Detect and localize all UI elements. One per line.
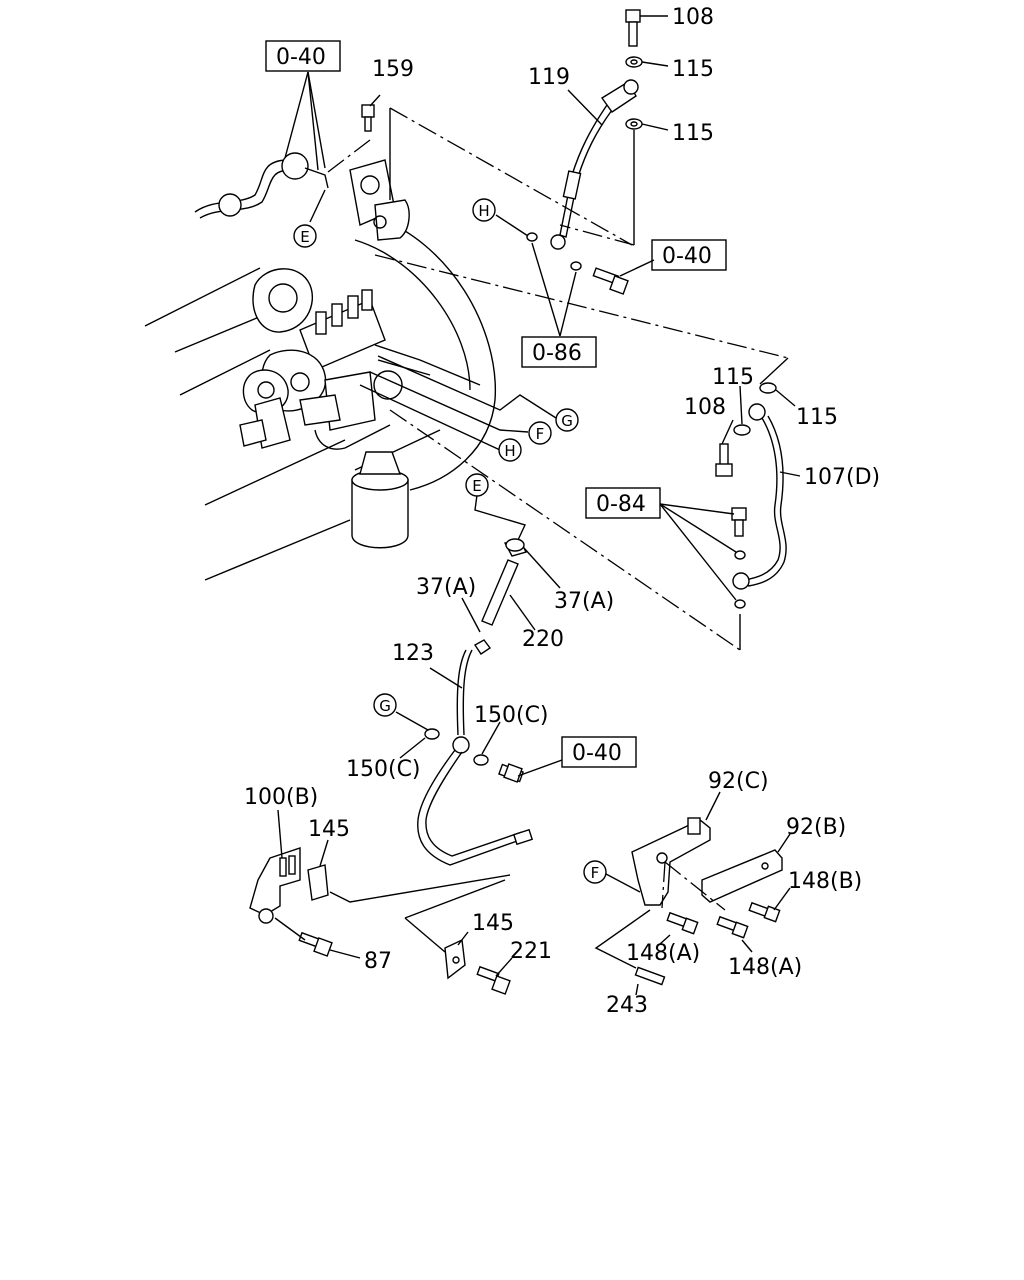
label-108-mid: 108: [684, 395, 726, 420]
label-87: 87: [364, 949, 392, 974]
label-119: 119: [528, 65, 570, 90]
label-220: 220: [522, 627, 564, 652]
circle-marker-h-mid: H: [498, 438, 522, 462]
circle-marker-g-lower: G: [373, 693, 397, 717]
washer-115-a: [625, 56, 643, 68]
washers-0-86: [526, 232, 582, 271]
label-150c-right: 150(C): [474, 703, 549, 728]
bracket-92b: [701, 849, 783, 903]
bracket-92c: [631, 817, 711, 906]
label-115-b: 115: [672, 121, 714, 146]
label-100b: 100(B): [244, 785, 318, 810]
top-bracket: [349, 159, 410, 241]
ref-box-0-40-lower: 0-40: [561, 736, 637, 768]
label-37a-left: 37(A): [416, 575, 476, 600]
svg-text:F: F: [591, 864, 600, 882]
injection-pump: [239, 289, 481, 450]
svg-text:G: G: [379, 697, 391, 715]
label-92c: 92(C): [708, 769, 769, 794]
circle-marker-g: G: [555, 408, 579, 432]
washer-115-b: [625, 118, 643, 130]
bolt-108-mid: [715, 443, 733, 477]
bolt-87: [298, 931, 333, 957]
svg-text:E: E: [472, 477, 481, 495]
stud-243: [634, 966, 666, 986]
washer-115-d: [733, 424, 751, 436]
bolt-0-40-mid: [592, 267, 629, 295]
bolt-108-top: [625, 9, 641, 47]
svg-text:H: H: [504, 442, 515, 460]
bolt-0-40-lower: [498, 763, 524, 783]
washer-115-c: [759, 382, 777, 394]
label-108-top: 108: [672, 5, 714, 30]
washer-150c: [424, 728, 489, 766]
label-159: 159: [372, 57, 414, 82]
label-148b: 148(B): [788, 869, 862, 894]
fuel-hose-top-left: [194, 152, 329, 219]
part-labels: 108 115 119 115 159 115 115 108 107(D) 3…: [244, 5, 880, 1018]
ref-label: 0-40: [276, 45, 326, 70]
circle-marker-f-lower: F: [583, 860, 607, 884]
ref-label: 0-86: [532, 341, 582, 366]
label-115-a: 115: [672, 57, 714, 82]
circle-marker-f: F: [528, 421, 552, 445]
ref-box-0-40-top: 0-40: [265, 40, 341, 72]
fuel-filter: [351, 451, 409, 549]
clip-37a: [505, 538, 525, 552]
ref-box-0-40-mid: 0-40: [651, 239, 727, 271]
bracket-100b: [249, 847, 301, 924]
clip-145-lower: [444, 938, 466, 980]
bolt-159: [361, 104, 375, 132]
hose-220: [481, 539, 528, 626]
label-221: 221: [510, 939, 552, 964]
hose-119: [550, 79, 639, 250]
svg-text:E: E: [300, 228, 309, 246]
label-107d: 107(D): [804, 465, 880, 490]
ref-label: 0-84: [596, 492, 646, 517]
label-123: 123: [392, 641, 434, 666]
label-145-upper: 145: [308, 817, 350, 842]
circle-marker-h-top: H: [472, 198, 496, 222]
pipe-107d: [732, 403, 787, 590]
pipe-123: [417, 639, 534, 866]
ref-label: 0-40: [572, 741, 622, 766]
ref-label: 0-40: [662, 244, 712, 269]
clip-145-upper: [307, 864, 329, 901]
ref-box-0-86: 0-86: [521, 336, 597, 368]
svg-text:H: H: [478, 202, 489, 220]
svg-text:G: G: [561, 412, 573, 430]
label-243: 243: [606, 993, 648, 1018]
bolt-221: [476, 965, 511, 995]
label-37a-right: 37(A): [554, 589, 614, 614]
bolt-0-84: [731, 507, 747, 609]
svg-text:F: F: [536, 425, 545, 443]
label-148a-right: 148(A): [728, 955, 802, 980]
label-115-c: 115: [712, 365, 754, 390]
label-115-d: 115: [796, 405, 838, 430]
label-92b: 92(B): [786, 815, 846, 840]
label-145-lower: 145: [472, 911, 514, 936]
label-148a-left: 148(A): [626, 941, 700, 966]
circle-marker-e-mid: E: [465, 473, 489, 497]
circle-marker-e-top: E: [293, 224, 317, 248]
bolts-148: [666, 901, 781, 939]
ref-box-0-84: 0-84: [585, 487, 661, 519]
label-150c-left: 150(C): [346, 757, 421, 782]
leader-lines: [274, 15, 801, 996]
